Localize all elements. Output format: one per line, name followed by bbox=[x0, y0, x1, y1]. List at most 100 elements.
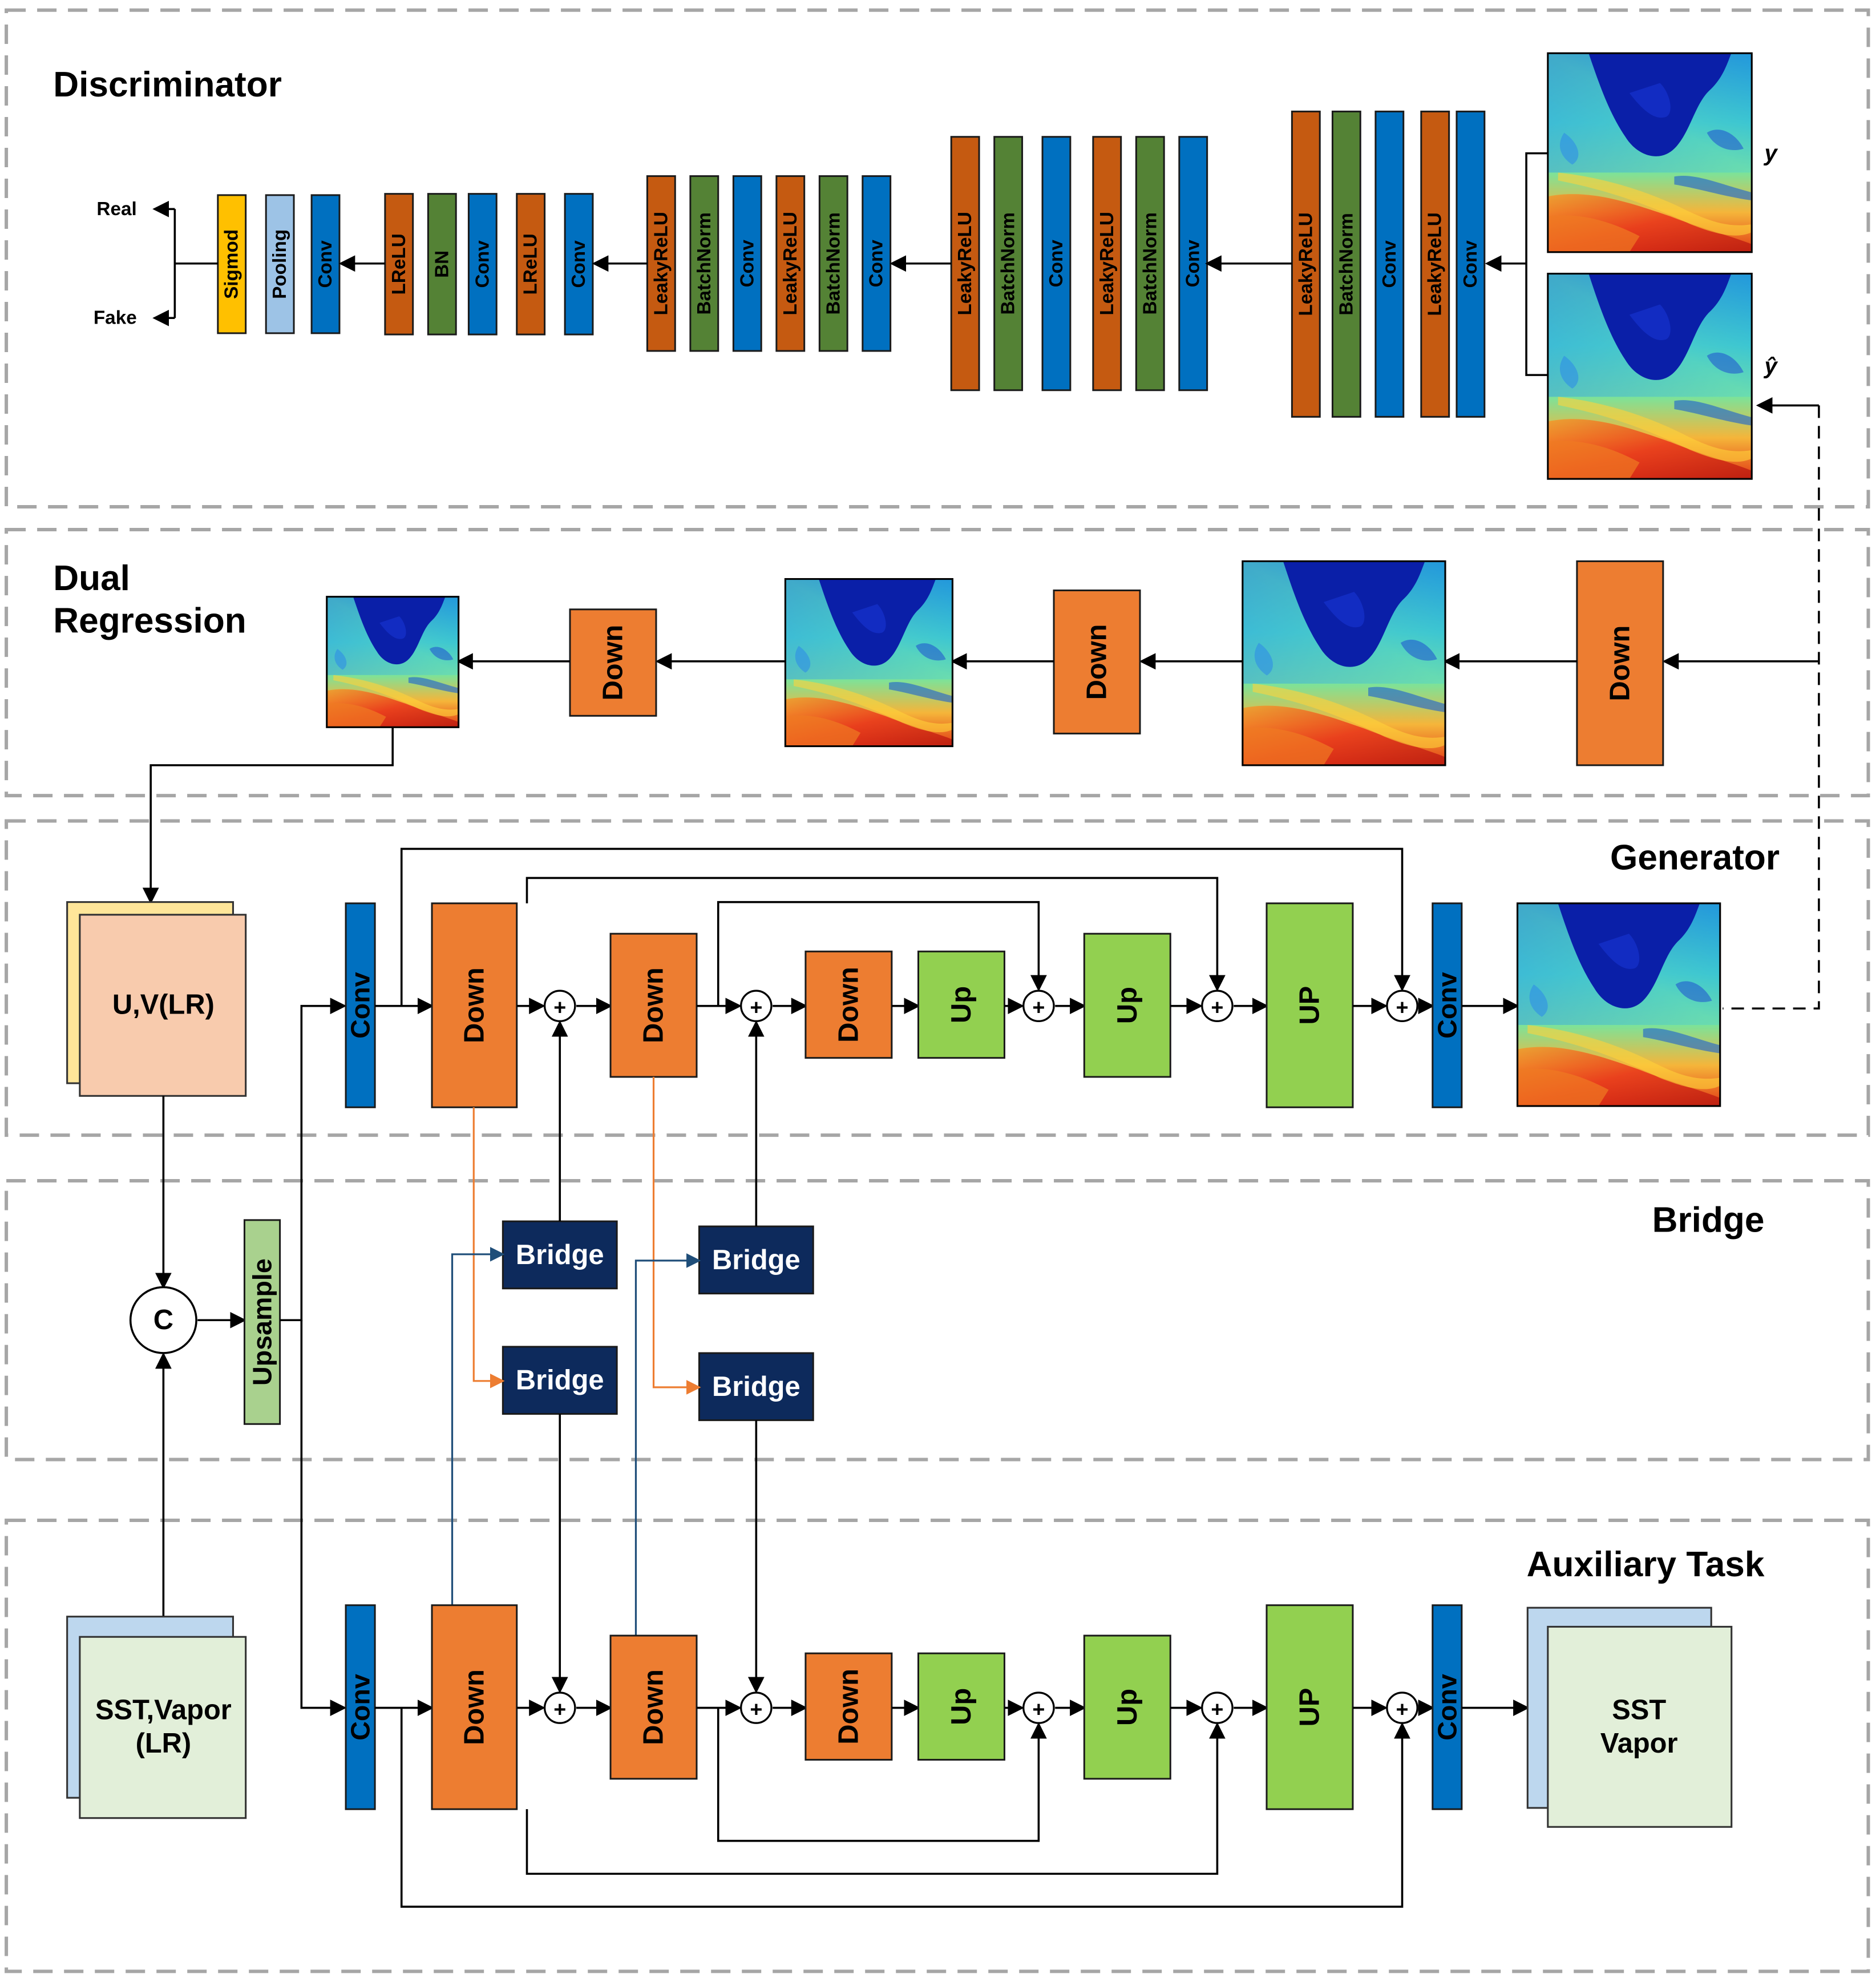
gen-add-1: + bbox=[543, 990, 576, 1022]
disc-head-0: Sigmod bbox=[217, 194, 247, 334]
disc-stage4-2-label: Conv bbox=[1379, 240, 1400, 288]
disc-stage3-0-box bbox=[950, 136, 980, 391]
bridge-panel bbox=[5, 1179, 1870, 1462]
disc-stage4-4: Conv bbox=[1455, 110, 1486, 418]
disc-stage1-0-label: LReLU bbox=[389, 233, 410, 294]
disc-stage2-2-label: Conv bbox=[737, 240, 758, 288]
aux-skip-mid bbox=[525, 1722, 1226, 1875]
disc-stage2-2-box bbox=[732, 175, 762, 352]
dr-heatmap-2 bbox=[784, 578, 953, 748]
disc-stage1-4: Conv bbox=[564, 193, 594, 336]
bridge-1b: Bridge bbox=[502, 1346, 618, 1415]
gen-skip-mid bbox=[525, 877, 1226, 992]
bridge-2a: Bridge bbox=[698, 1225, 814, 1295]
gen-add-2-symbol: + bbox=[750, 995, 762, 1019]
disc-stage1-1: BN bbox=[427, 193, 457, 336]
aux-conv-in: Conv bbox=[345, 1604, 376, 1810]
gen-down-2-label: Down bbox=[638, 967, 669, 1043]
dr-down-1: Down bbox=[569, 608, 657, 717]
gen-add-2: + bbox=[740, 990, 773, 1022]
disc-stage4-3-box bbox=[1420, 110, 1450, 418]
sst-input-stack bbox=[66, 1616, 247, 1819]
gen-skip-inner bbox=[717, 901, 1047, 1006]
gen-output-heatmap bbox=[1517, 902, 1721, 1107]
uv-input-stack bbox=[66, 901, 247, 1097]
disc-stage3-5-label: Conv bbox=[1183, 240, 1204, 288]
aux-add-5: + bbox=[1386, 1692, 1418, 1724]
dr-down-2-label: Down bbox=[1082, 624, 1113, 700]
sst-input-label: SST,Vapor(LR) bbox=[95, 1695, 232, 1759]
aux-up-3-label: UP bbox=[1294, 1688, 1325, 1727]
disc-stage4-3: LeakyReLU bbox=[1420, 110, 1450, 418]
dr-down-3-label: Down bbox=[1604, 625, 1635, 701]
disc-stage2-3: LeakyReLU bbox=[775, 175, 806, 352]
bridge-2b-label: Bridge bbox=[712, 1371, 800, 1402]
disc-stage4-2: Conv bbox=[1374, 110, 1405, 418]
disc-head-2-box bbox=[310, 194, 341, 334]
auxiliary-task-panel bbox=[5, 1519, 1870, 1973]
disc-stage1-0: LReLU bbox=[384, 193, 414, 336]
gen-down-3-label: Down bbox=[833, 967, 864, 1043]
heatmap-real-y bbox=[1547, 52, 1753, 253]
disc-input-bracket bbox=[1525, 152, 1548, 376]
disc-stage2-3-box bbox=[775, 175, 806, 352]
aux-conv-out-label: Conv bbox=[1432, 1674, 1462, 1741]
disc-stage2-4: BatchNorm bbox=[818, 175, 848, 352]
upsample-block-label: Upsample bbox=[248, 1258, 277, 1386]
aux-up-2-label: Up bbox=[1112, 1689, 1143, 1726]
disc-stage3-3: LeakyReLU bbox=[1092, 136, 1122, 391]
gen-conv-out: Conv bbox=[1432, 902, 1463, 1108]
aux-down-3: Down bbox=[804, 1652, 893, 1761]
disc-stage3-2-label: Conv bbox=[1046, 240, 1067, 288]
gen-down-1-box bbox=[431, 902, 518, 1108]
disc-stage4-3-label: LeakyReLU bbox=[1425, 212, 1446, 316]
gen-add-3: + bbox=[1022, 990, 1055, 1022]
dr-down-1-box bbox=[569, 608, 657, 717]
disc-stage4-2-box bbox=[1374, 110, 1405, 418]
aux-down1-to-bridge bbox=[451, 1247, 505, 1605]
aux-add-1-symbol: + bbox=[553, 1697, 566, 1721]
disc-stage3-5: Conv bbox=[1178, 136, 1208, 391]
upsample-to-aux bbox=[300, 1320, 347, 1716]
bridge-1a: Bridge bbox=[502, 1220, 618, 1290]
output-real-label: Real bbox=[96, 199, 136, 220]
disc-head-2-label: Conv bbox=[315, 240, 336, 288]
dr-down-3: Down bbox=[1576, 560, 1664, 766]
gen-up-2: Up bbox=[1083, 933, 1171, 1078]
dr-down-2: Down bbox=[1053, 590, 1141, 734]
gen-add-4-symbol: + bbox=[1211, 995, 1223, 1019]
gen-down-3: Down bbox=[804, 950, 893, 1059]
disc-stage1-2-box bbox=[467, 193, 498, 336]
disc-stage4-4-label: Conv bbox=[1460, 240, 1481, 288]
gen-conv-in-label: Conv bbox=[346, 972, 375, 1039]
disc-stage1-1-label: BN bbox=[431, 251, 452, 278]
dr-down-3-box bbox=[1576, 560, 1664, 766]
disc-head-1-label: Pooling bbox=[269, 229, 290, 299]
gen-add-1-symbol: + bbox=[553, 995, 566, 1019]
disc-stage1-1-box bbox=[427, 193, 457, 336]
aux-conv-in-box bbox=[345, 1604, 376, 1810]
output-fake-label: Fake bbox=[94, 308, 137, 329]
gen-up-3: UP bbox=[1266, 902, 1354, 1108]
disc-stage2-0-label: LeakyReLU bbox=[650, 212, 672, 315]
upsample-to-gen bbox=[280, 998, 347, 1322]
dr-down-1-label: Down bbox=[597, 625, 628, 701]
dr-heatmap-3 bbox=[1242, 560, 1446, 766]
aux-add-2: + bbox=[740, 1692, 773, 1724]
dr-down-2-box bbox=[1053, 590, 1141, 734]
disc-head-0-box bbox=[217, 194, 247, 334]
disc-stage4-0: LeakyReLU bbox=[1291, 110, 1321, 418]
disc-stage4-1: BatchNorm bbox=[1331, 110, 1361, 418]
aux-up-1: Up bbox=[917, 1652, 1005, 1761]
aux-down2-to-bridge bbox=[634, 1253, 701, 1636]
generator-panel bbox=[5, 819, 1870, 1137]
aux-add-3-symbol: + bbox=[1032, 1697, 1045, 1721]
disc-stage3-1-label: BatchNorm bbox=[998, 212, 1019, 314]
gen-up-2-box bbox=[1083, 933, 1171, 1078]
aux-down-2-label: Down bbox=[638, 1669, 669, 1745]
panel-title-bridge: Bridge bbox=[1652, 1200, 1765, 1240]
